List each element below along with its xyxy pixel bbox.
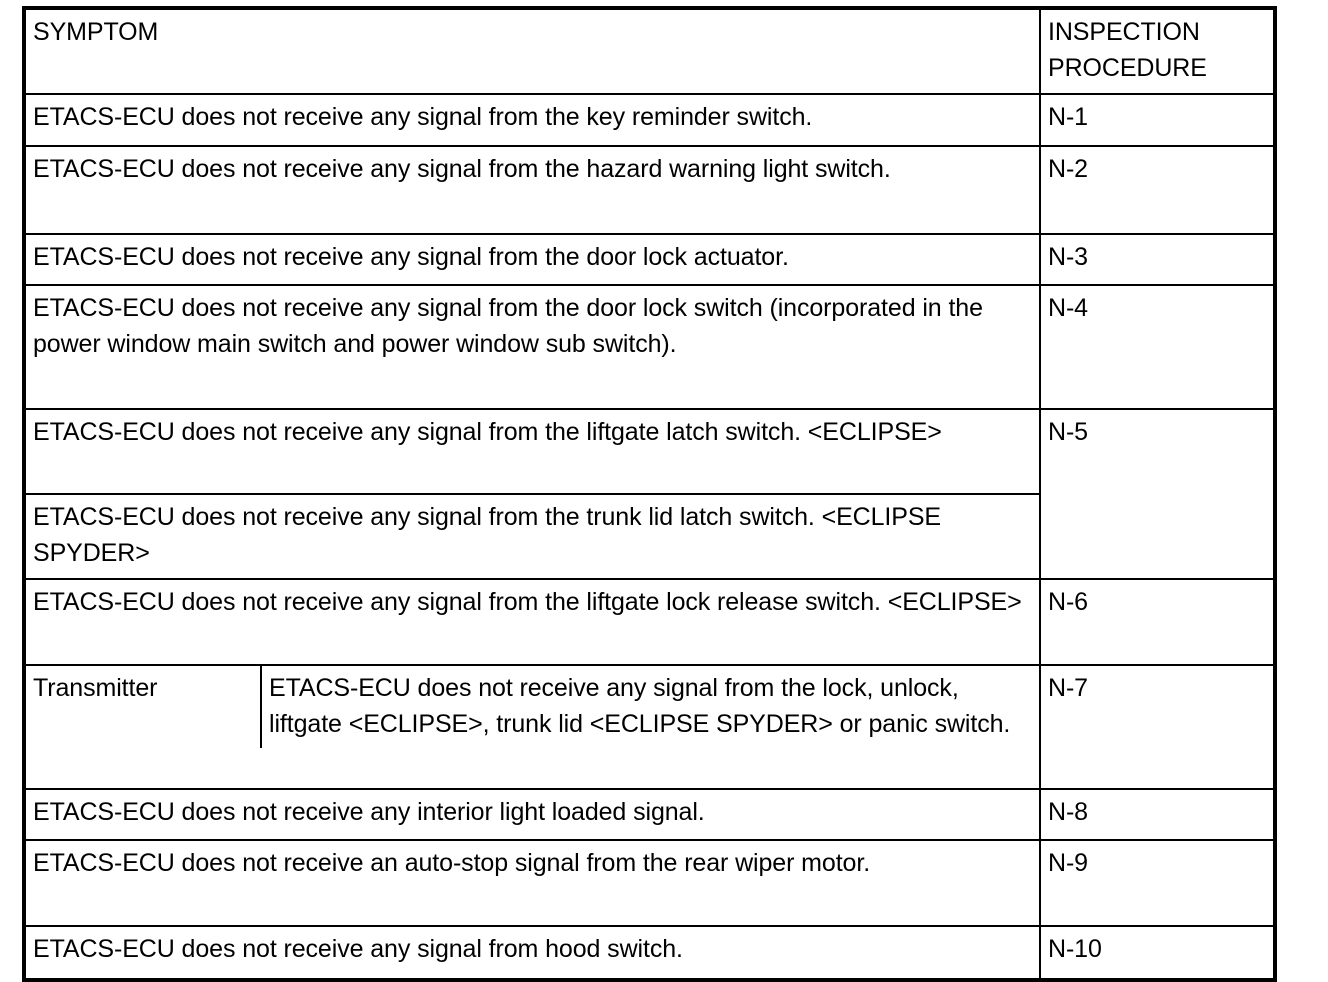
column-header-inspection-line2: PROCEDURE (1048, 54, 1207, 82)
symptom-cell: ETACS-ECU does not receive any signal fr… (269, 674, 1011, 738)
column-header-inspection-procedure: INSPECTION PROCEDURE (1039, 7, 1276, 95)
table-row: ETACS-ECU does not receive any signal fr… (23, 145, 1276, 235)
table-row: ETACS-ECU does not receive an auto-stop … (23, 839, 1276, 927)
procedure-cell: N-3 (1039, 233, 1276, 286)
table-header: SYMPTOM INSPECTION PROCEDURE (23, 7, 1276, 95)
table-row-transmitter: Transmitter ETACS-ECU does not receive a… (24, 664, 1276, 790)
table-row: ETACS-ECU does not receive any signal fr… (23, 925, 1276, 981)
table-row: ETACS-ECU does not receive any signal fr… (23, 93, 1276, 147)
procedure-cell: N-9 (1039, 839, 1276, 927)
column-header-inspection-line1: INSPECTION (1048, 18, 1200, 46)
procedure-cell: N-8 (1039, 788, 1276, 841)
symptom-inspection-table: SYMPTOM INSPECTION PROCEDURE ETACS-ECU d… (22, 6, 1277, 982)
symptom-split-cell: Transmitter ETACS-ECU does not receive a… (24, 665, 1040, 789)
procedure-cell: N-4 (1039, 284, 1276, 410)
transmitter-category-label: Transmitter (26, 666, 262, 748)
symptom-cell: ETACS-ECU does not receive any signal fr… (23, 925, 1041, 981)
table-header-row: SYMPTOM INSPECTION PROCEDURE (23, 7, 1276, 95)
symptom-cell: ETACS-ECU does not receive any signal fr… (23, 145, 1041, 235)
column-header-symptom: SYMPTOM (23, 7, 1041, 95)
procedure-cell: N-10 (1039, 925, 1276, 981)
table-row: ETACS-ECU does not receive any signal fr… (23, 578, 1276, 666)
procedure-cell: N-1 (1039, 93, 1276, 147)
procedure-cell: N-2 (1039, 145, 1276, 235)
procedure-cell: N-5 (1039, 408, 1276, 580)
table-row: ETACS-ECU does not receive any signal fr… (23, 408, 1276, 580)
symptom-cell: ETACS-ECU does not receive an auto-stop … (23, 839, 1041, 927)
symptom-cell: ETACS-ECU does not receive any signal fr… (23, 493, 1041, 580)
symptom-cell: ETACS-ECU does not receive any signal fr… (23, 408, 1041, 495)
procedure-cell: N-7 (1039, 664, 1276, 790)
table-row: ETACS-ECU does not receive any interior … (23, 788, 1276, 841)
table-body: ETACS-ECU does not receive any signal fr… (23, 93, 1276, 981)
procedure-cell: N-6 (1039, 578, 1276, 666)
table-row: ETACS-ECU does not receive any signal fr… (23, 284, 1276, 410)
symptom-cell: ETACS-ECU does not receive any interior … (23, 788, 1041, 841)
table-row: ETACS-ECU does not receive any signal fr… (23, 233, 1276, 286)
symptom-cell: ETACS-ECU does not receive any signal fr… (23, 93, 1041, 147)
symptom-cell: ETACS-ECU does not receive any signal fr… (23, 284, 1041, 410)
symptom-cell: ETACS-ECU does not receive any signal fr… (23, 233, 1041, 286)
table-row: ETACS-ECU does not receive any signal fr… (23, 493, 1275, 580)
symptom-cell: ETACS-ECU does not receive any signal fr… (23, 578, 1041, 666)
